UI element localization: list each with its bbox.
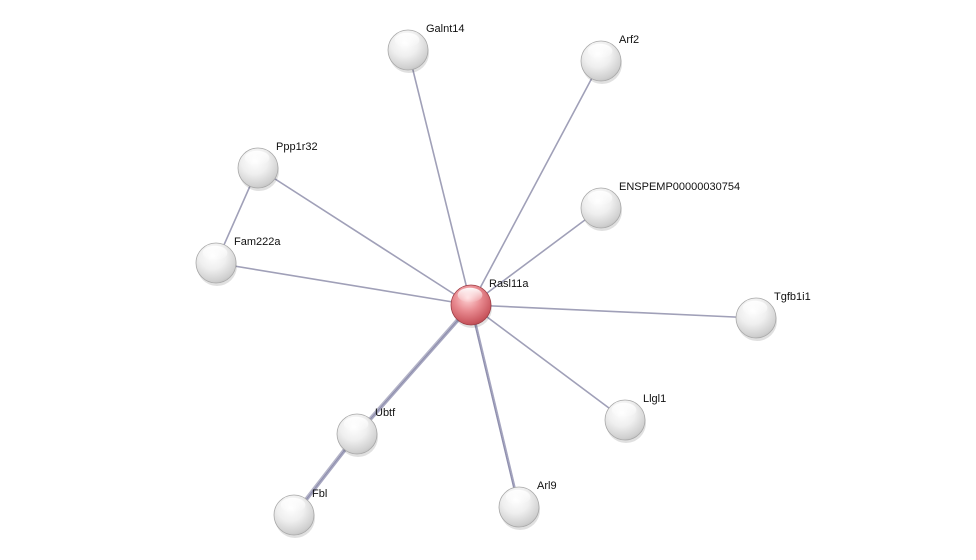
edge-rasl11a-ppp1r32 [257,167,472,306]
node-ubtf[interactable]: Ubtf [336,407,396,457]
node-ppp1r32[interactable]: Ppp1r32 [237,141,318,191]
edge-rasl11a-ubtf [355,303,473,436]
node-label-fbl: Fbl [312,488,327,500]
node-highlight [587,43,613,59]
edge-strand [470,304,521,508]
edge-strand [469,304,520,508]
node-llgl1[interactable]: Llgl1 [604,393,666,443]
node-highlight [280,497,306,513]
edge-strand [357,305,473,436]
edge-rasl11a-tgfb1i1 [470,304,757,319]
edges-layer [215,49,757,517]
node-arf2[interactable]: Arf2 [580,34,639,84]
edge-strand [407,49,472,306]
edge-strand [215,262,472,306]
node-label-enspemp: ENSPEMP00000030754 [619,181,740,193]
node-highlight [505,489,531,505]
node-highlight [343,416,369,432]
node-arl9[interactable]: Arl9 [498,480,557,530]
node-galnt14[interactable]: Galnt14 [387,23,465,73]
node-label-llgl1: Llgl1 [643,393,666,405]
edge-rasl11a-arf2 [470,60,602,306]
node-highlight [457,287,483,303]
node-label-fam222a: Fam222a [234,236,281,248]
edge-rasl11a-enspemp [470,207,602,306]
node-highlight [742,300,768,316]
node-label-tgfb1i1: Tgfb1i1 [774,291,811,303]
node-fbl[interactable]: Fbl [273,488,327,538]
node-tgfb1i1[interactable]: Tgfb1i1 [735,291,811,341]
edge-rasl11a-fam222a [215,262,472,306]
node-highlight [394,32,420,48]
node-label-arf2: Arf2 [619,34,639,46]
node-highlight [202,245,228,261]
node-label-ubtf: Ubtf [375,407,396,419]
edge-strand [470,207,602,306]
edge-strand [470,304,757,319]
edge-rasl11a-arl9 [469,304,521,508]
node-enspemp[interactable]: ENSPEMP00000030754 [580,181,740,231]
node-label-galnt14: Galnt14 [426,23,465,35]
node-highlight [587,190,613,206]
edge-strand [257,167,472,306]
edge-strand [356,304,472,435]
node-label-rasl11a: Rasl11a [489,278,529,290]
node-highlight [244,150,270,166]
edge-strand [355,303,471,434]
node-highlight [611,402,637,418]
edge-strand [470,60,602,306]
nodes-layer: Rasl11a Galnt14Arf2Ppp1r32ENSPEMP00000030… [195,23,811,538]
edge-strand [470,304,626,421]
edge-rasl11a-llgl1 [470,304,626,421]
node-rasl11a[interactable]: Rasl11a [450,278,529,328]
node-label-ppp1r32: Ppp1r32 [276,141,318,153]
node-fam222a[interactable]: Fam222a [195,236,281,286]
edge-rasl11a-galnt14 [407,49,472,306]
node-label-arl9: Arl9 [537,480,557,492]
